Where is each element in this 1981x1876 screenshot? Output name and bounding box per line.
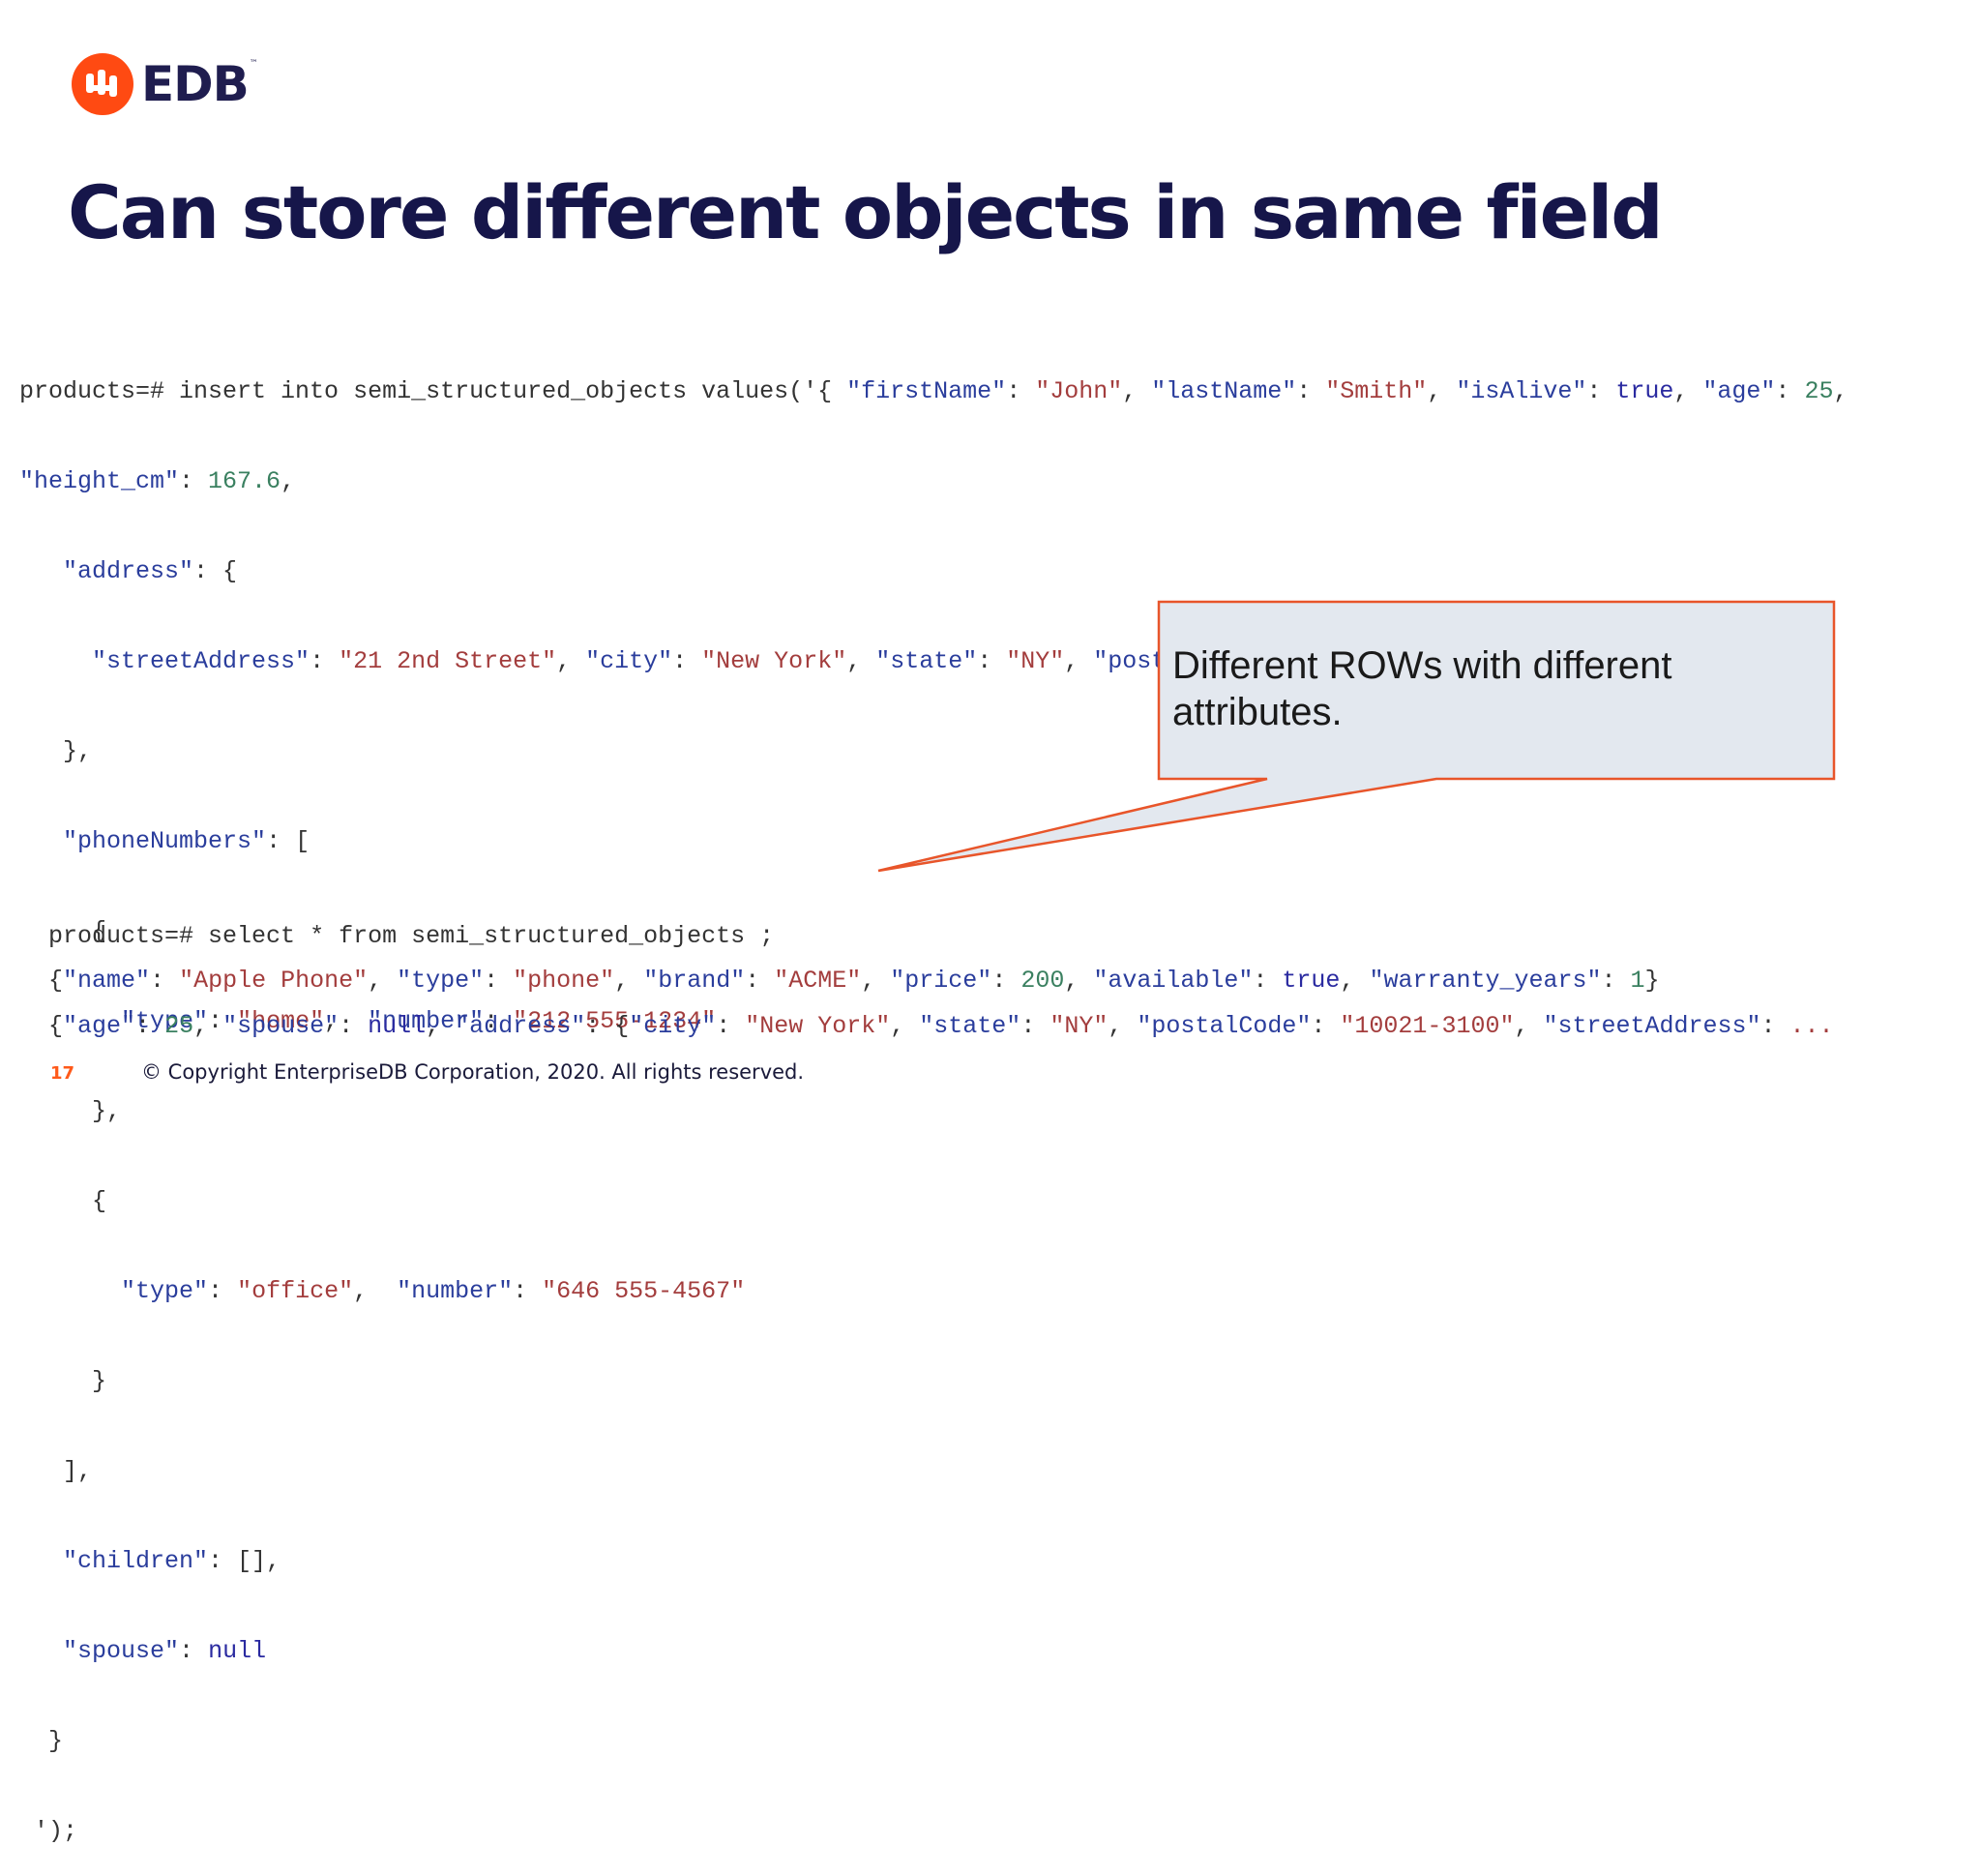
json-string: "phone" [513,967,615,995]
json-key: "address" [63,557,194,585]
select-statement-line: products=# select * from semi_structured… [19,891,774,951]
code-line-8: "type": "home", "number": "212 555-1234" [121,1007,717,1035]
json-null: null [208,1637,267,1665]
code-line-15: "spouse": null [63,1637,267,1665]
json-string: "10021-3100" [1340,1012,1515,1040]
json-key: "name" [63,967,151,995]
json-key: "phoneNumbers" [63,827,267,855]
json-key: "brand" [643,967,746,995]
code-line-13: ], [19,1457,93,1485]
psql-prompt: products=# [19,377,165,405]
result-row-2: {"age": 25, "spouse": null, "address": {… [48,1012,1834,1040]
result-row-1: {"name": "Apple Phone", "type": "phone",… [48,967,1660,995]
json-string: "New York" [701,647,847,675]
json-boolean: true [1282,967,1341,995]
json-string: "New York" [745,1012,891,1040]
json-key: "available" [1093,967,1254,995]
json-number: 25 [164,1012,194,1040]
edb-logo: EDB ™ [72,53,258,115]
insert-statement: insert into semi_structured_objects valu… [164,377,847,405]
code-line-17: '); [19,1816,1848,1846]
json-key: "isAlive" [1456,377,1587,405]
json-null: null [368,1012,427,1040]
copyright-notice: © Copyright EnterpriseDB Corporation, 20… [141,1060,805,1084]
json-key: "lastName" [1151,377,1297,405]
code-line-16: } [19,1727,64,1755]
edb-logo-text: EDB [141,56,250,112]
insert-closing: '); [19,1817,78,1845]
json-key: "city" [585,647,673,675]
code-line-10: { [19,1187,107,1215]
json-key: "type" [121,1277,209,1305]
json-string: "212 555-1234" [513,1007,717,1035]
code-line-2: "height_cm": 167.6, [19,467,296,495]
json-key: "firstName" [846,377,1007,405]
json-key: "price" [890,967,992,995]
json-string: "NY" [1050,1012,1109,1040]
code-line-11: "type": "office", "number": "646 555-456… [121,1277,746,1305]
json-key: "warranty_years" [1369,967,1602,995]
json-string: "Smith" [1325,377,1428,405]
insert-code-block: products=# insert into semi_structured_o… [19,316,1848,1876]
json-string: "home" [237,1007,325,1035]
json-key: "type" [121,1007,209,1035]
code-line-5: }, [19,737,93,765]
truncation-ellipsis: ... [1789,1012,1834,1040]
code-line-7: { [19,917,107,945]
json-number: 167.6 [208,467,281,495]
code-line-1: products=# insert into semi_structured_o… [19,377,1848,405]
callout-text: Different ROWs with different attributes… [1172,644,1672,733]
json-string: "John" [1035,377,1123,405]
json-string: "NY" [1006,647,1065,675]
json-key: "streetAddress" [92,647,310,675]
json-string: "office" [237,1277,354,1305]
json-string: "646 555-4567" [542,1277,746,1305]
json-number: 1 [1630,967,1645,995]
json-key: "state" [875,647,978,675]
json-key: "height_cm" [19,467,180,495]
json-string: "ACME" [774,967,862,995]
json-key: "city" [629,1012,717,1040]
json-key: "children" [63,1547,209,1575]
edb-logo-icon [72,53,133,115]
psql-prompt: products=# [48,922,194,950]
edb-logo-trademark: ™ [249,59,258,69]
json-key: "streetAddress" [1543,1012,1761,1040]
code-line-6: "phoneNumbers": [ [63,827,310,855]
select-statement: select * from semi_structured_objects ; [193,922,775,950]
json-key: "age" [63,1012,136,1040]
json-key: "spouse" [222,1012,340,1040]
json-key: "state" [919,1012,1021,1040]
json-key: "number" [368,1007,485,1035]
code-line-12: } [19,1367,107,1395]
slide-title: Can store different objects in same fiel… [68,169,1664,255]
json-number: 200 [1020,967,1065,995]
json-string: "21 2nd Street" [339,647,557,675]
code-line-9: }, [19,1097,122,1125]
json-key: "number" [397,1277,514,1305]
json-number: 25 [1804,377,1834,405]
code-line-3: "address": { [63,557,238,585]
json-key: "postalCode" [1137,1012,1312,1040]
json-boolean: true [1615,377,1674,405]
edb-logo-glyph [86,70,117,97]
json-string: "Apple Phone" [179,967,369,995]
json-key: "spouse" [63,1637,180,1665]
page-number: 17 [50,1063,75,1084]
json-key: "type" [397,967,485,995]
code-line-14: "children": [], [63,1547,281,1575]
json-key: "address" [455,1012,586,1040]
json-key: "age" [1702,377,1776,405]
